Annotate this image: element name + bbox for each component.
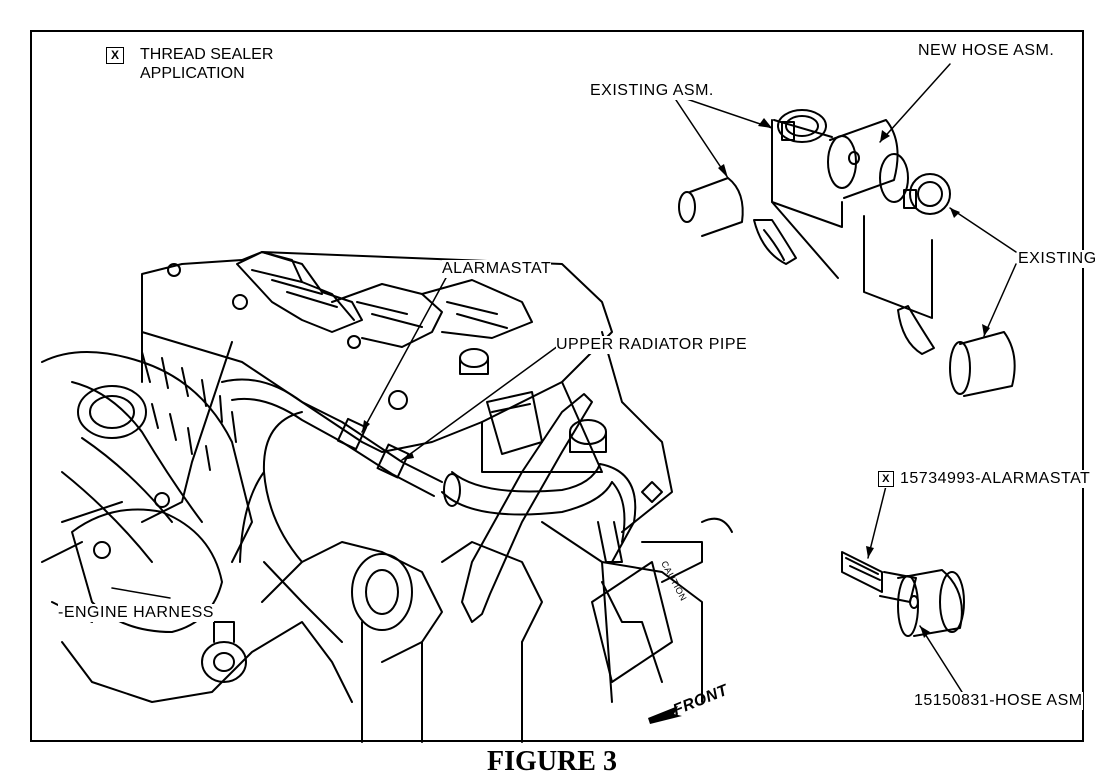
label-existing: EXISTING xyxy=(1018,250,1097,268)
legend-line1: THREAD SEALER xyxy=(140,46,274,63)
engine-line-art xyxy=(41,63,1017,743)
label-alarmastat: ALARMASTAT xyxy=(442,260,552,278)
label-part-hose-asm: 15150831-HOSE ASM xyxy=(914,692,1083,710)
arrowheads xyxy=(362,118,990,724)
legend-text: THREAD SEALER APPLICATION xyxy=(140,45,273,83)
figure-caption: FIGURE 3 xyxy=(487,746,617,777)
label-engine-harness: -ENGINE HARNESS xyxy=(58,604,214,622)
hose-exploded-view xyxy=(678,109,1016,397)
lower-engine xyxy=(41,341,733,743)
label-upper-radiator-pipe: UPPER RADIATOR PIPE xyxy=(556,336,748,354)
thread-sealer-symbol-icon: X xyxy=(878,470,894,487)
legend-line2: APPLICATION xyxy=(140,65,245,82)
alarmastat-assembly xyxy=(221,378,443,563)
thread-sealer-symbol-icon: X xyxy=(106,47,142,65)
label-existing-asm: EXISTING ASM. xyxy=(590,82,714,100)
fan-shroud xyxy=(41,351,253,563)
label-new-hose-asm: NEW HOSE ASM. xyxy=(918,42,1055,60)
alarmastat-detail xyxy=(841,551,965,637)
radiator-pipe xyxy=(441,393,637,623)
valve-cover xyxy=(141,251,673,533)
leader-lines xyxy=(111,63,1017,693)
figure-frame: X THREAD SEALER APPLICATION NEW HOSE ASM… xyxy=(30,30,1097,743)
